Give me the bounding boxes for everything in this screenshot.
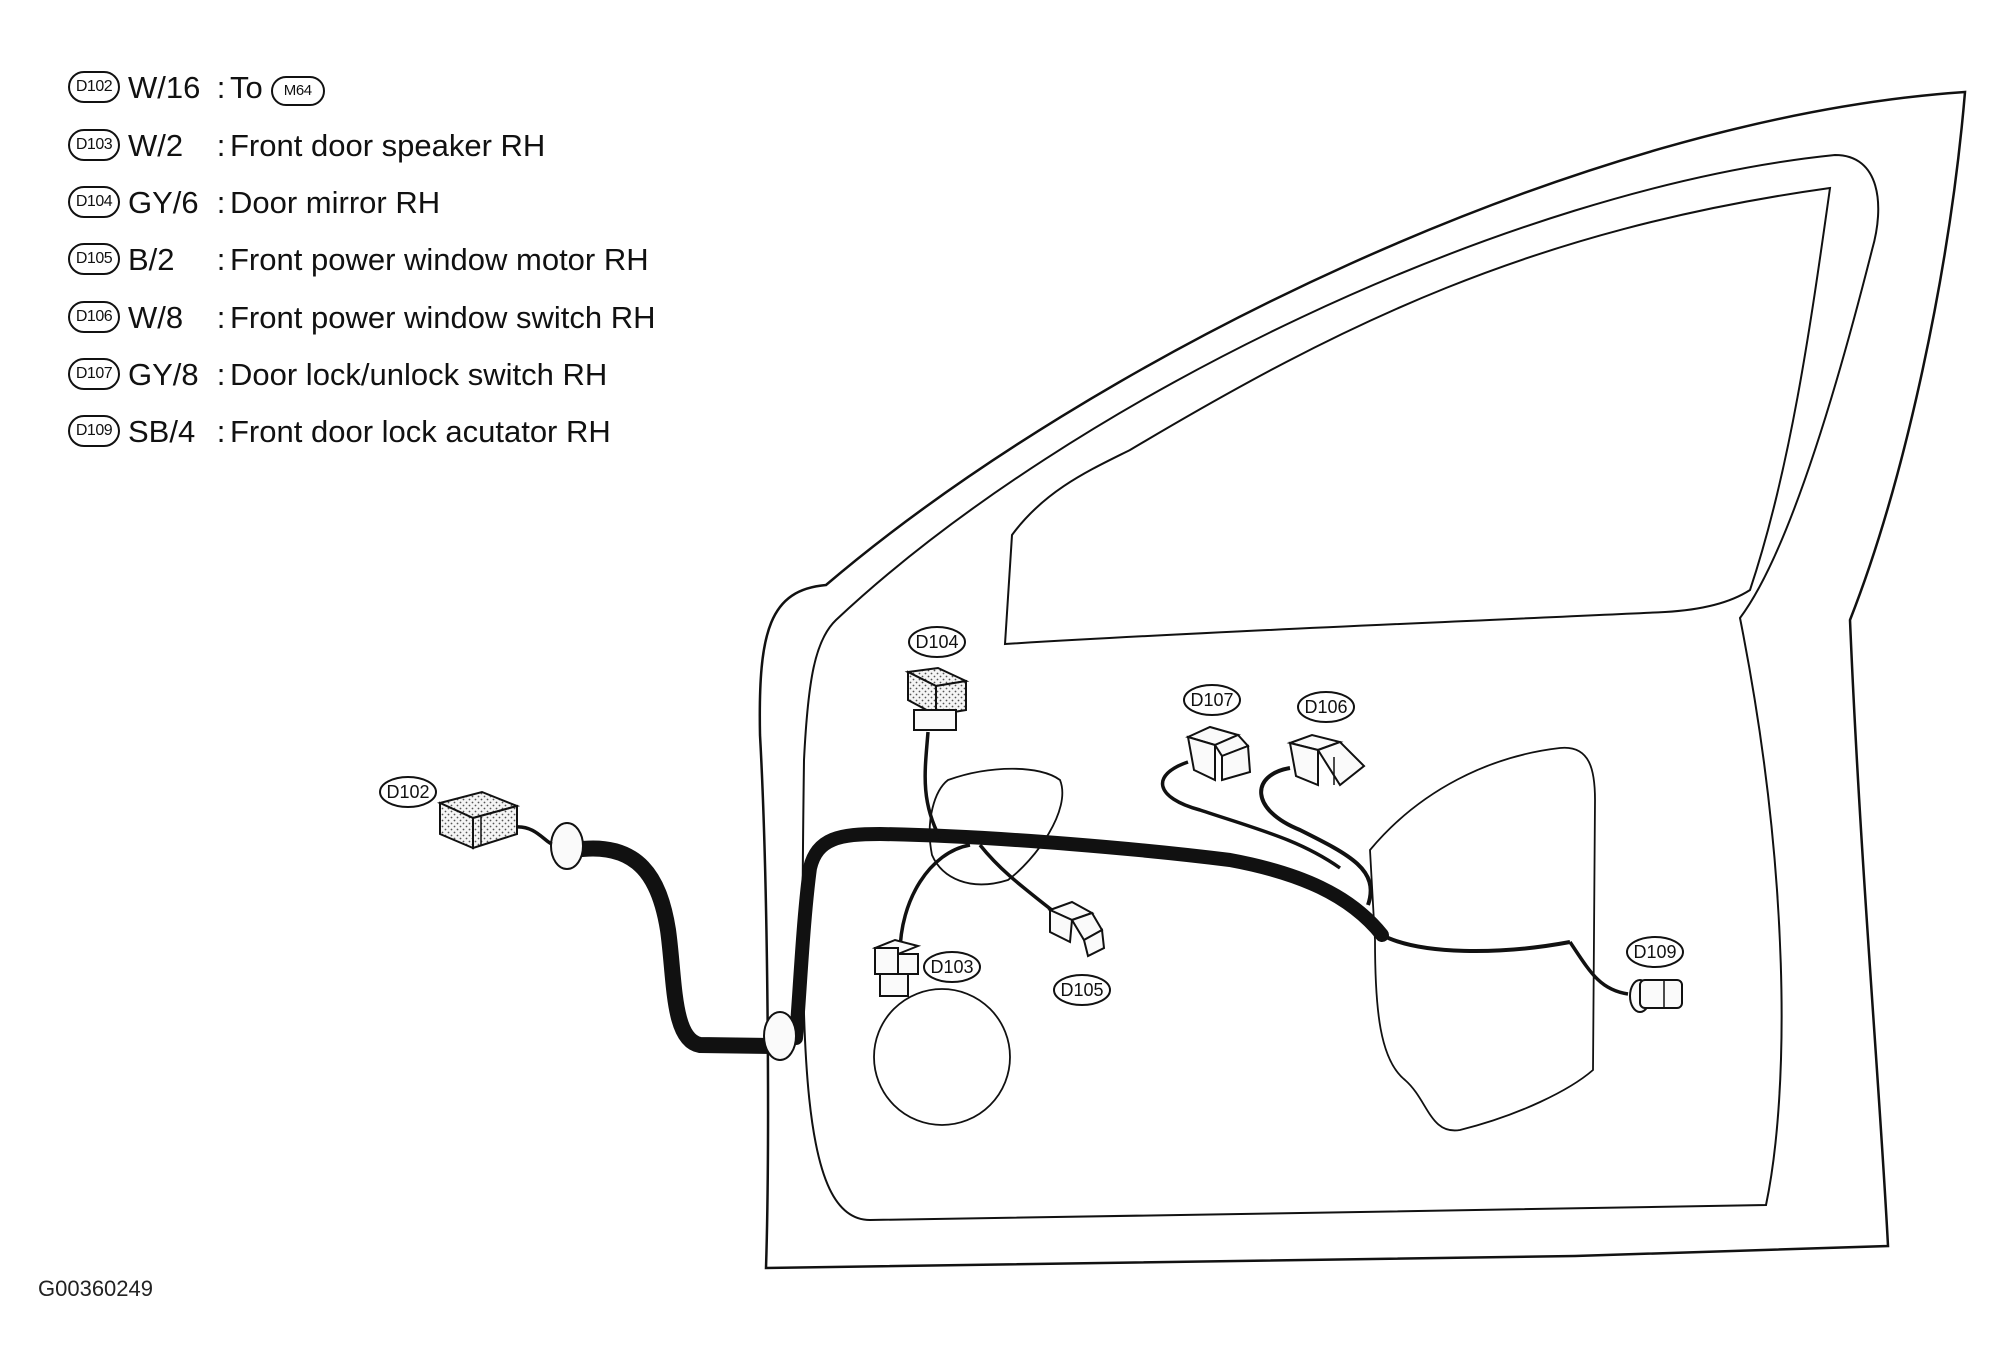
separator: :: [216, 184, 226, 220]
door-outer-outline: [758, 90, 1967, 1270]
connector-tag: D104: [68, 185, 120, 218]
connector-tag: D105: [68, 243, 120, 276]
main-harness: [566, 840, 784, 1054]
connector-description: Door lock/unlock switch RH: [230, 356, 608, 392]
wire-to-d109: [1568, 941, 1629, 996]
connector-d106: [1286, 733, 1366, 787]
connector-d104: [904, 666, 970, 731]
connector-d102: [437, 790, 521, 850]
service-hole-outline: [1369, 747, 1596, 1132]
wire-to-d103: [898, 843, 971, 955]
figure-id: G00360249: [38, 1276, 153, 1301]
legend-row-d109: D109 SB/4 : Front door lock acutator RH: [68, 414, 708, 449]
connector-description: Door mirror RH: [230, 184, 441, 220]
callout-label: D102: [386, 782, 429, 802]
connector-description: Front door speaker RH: [230, 127, 546, 163]
referenced-connector-tag: M64: [270, 75, 325, 106]
wire-spec: W/8: [128, 299, 184, 335]
callout-d104: D104: [908, 626, 966, 658]
callout-d103: D103: [923, 951, 981, 983]
wire-spec: B/2: [128, 242, 175, 278]
separator: :: [216, 127, 226, 163]
connector-description: Front power window motor RH: [230, 242, 649, 278]
wire-spec: W/16: [128, 70, 201, 105]
separator: :: [216, 356, 226, 392]
callout-label: D105: [1060, 980, 1103, 1000]
connector-d103: [871, 938, 922, 997]
connector-tag: D107: [68, 357, 120, 390]
separator: :: [216, 299, 226, 335]
wire-spec: GY/8: [128, 356, 199, 392]
connector-tag: D106: [68, 300, 120, 333]
connector-tag: D103: [68, 128, 120, 161]
connector-d107: [1185, 725, 1252, 782]
callout-d107: D107: [1183, 684, 1241, 716]
speaker-opening: [873, 988, 1011, 1126]
connector-d105: [1047, 900, 1106, 958]
separator: :: [216, 242, 226, 278]
harness-thin-branch: [1381, 933, 1571, 953]
callout-label: D106: [1304, 697, 1347, 717]
wire-to-d106: [1259, 766, 1373, 906]
wire-to-d102: [514, 825, 553, 846]
legend-row-d104: D104 GY/6 : Door mirror RH: [68, 185, 708, 220]
legend-row-d106: D106 W/8 : Front power window switch RH: [68, 300, 708, 335]
callout-label: D109: [1633, 942, 1676, 962]
wire-to-d104: [923, 731, 942, 839]
connector-tag: D109: [68, 415, 120, 448]
grommet: [763, 1011, 797, 1061]
callout-d102: D102: [379, 776, 437, 808]
callout-label: D107: [1190, 690, 1233, 710]
connector-d109: [1629, 979, 1683, 1013]
wire-spec: SB/4: [128, 414, 196, 450]
description-text: To: [230, 70, 263, 105]
window-opening-outline: [1003, 186, 1832, 646]
callout-d105: D105: [1053, 974, 1111, 1006]
connector-description: Front power window switch RH: [230, 299, 656, 335]
connector-tag: D102: [68, 71, 120, 103]
legend-row-d103: D103 W/2 : Front door speaker RH: [68, 128, 708, 163]
separator: :: [216, 70, 226, 105]
legend-row-d105: D105 B/2 : Front power window motor RH: [68, 242, 708, 277]
wire-to-d107: [1160, 760, 1342, 870]
callout-d106: D106: [1297, 691, 1355, 723]
connector-description: Front door lock acutator RH: [230, 414, 611, 450]
grommet: [550, 822, 584, 870]
main-harness: [789, 826, 1389, 1045]
door-frame-inner-outline: [801, 153, 1880, 1222]
callout-d109: D109: [1626, 936, 1684, 968]
callout-label: D103: [930, 957, 973, 977]
wire-to-d105: [978, 843, 1060, 917]
wire-spec: W/2: [128, 127, 184, 163]
callout-label: D104: [915, 632, 958, 652]
speaker-mount-outline: [928, 767, 1064, 886]
wire-spec: GY/6: [128, 184, 199, 220]
separator: :: [216, 414, 226, 450]
legend-row-d107: D107 GY/8 : Door lock/unlock switch RH: [68, 357, 708, 392]
